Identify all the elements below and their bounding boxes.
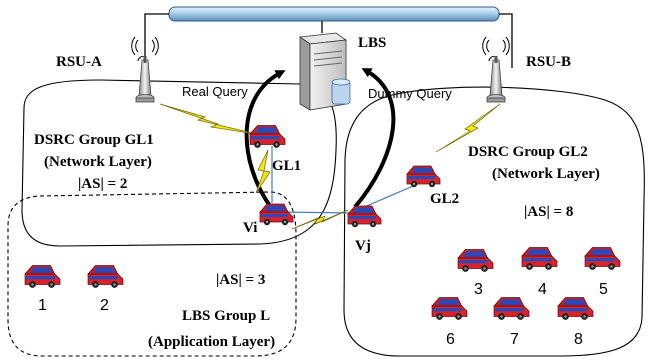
car-icon — [249, 124, 286, 148]
gl1-layer: (Network Layer) — [44, 154, 152, 170]
wireless-link-icon — [255, 149, 271, 194]
antenna-tower-icon — [131, 36, 159, 103]
gl2-title: DSRC Group GL2 — [468, 144, 588, 160]
l-as: |AS| = 3 — [216, 272, 265, 288]
car-number-3: 3 — [474, 281, 483, 298]
lbs-server: LBS — [298, 32, 386, 111]
gl1-title: DSRC Group GL1 — [34, 132, 154, 148]
l-layer: (Application Layer) — [148, 334, 275, 350]
car-number-5: 5 — [599, 281, 608, 298]
rsu-b-label: RSU-B — [526, 54, 571, 70]
rsu-b: RSU-B — [482, 36, 571, 103]
car-icon — [457, 248, 494, 272]
vj-label: Vj — [355, 238, 371, 254]
gl1-car-label: GL1 — [272, 158, 301, 174]
server-icon — [298, 32, 351, 111]
lbs-group-l-boundary — [7, 191, 297, 357]
car-number-6: 6 — [446, 331, 455, 348]
rsu-a: RSU-A — [56, 36, 159, 103]
query-paths — [244, 68, 396, 209]
rsu-a-label: RSU-A — [56, 54, 102, 70]
gl2-car-label: GL2 — [430, 191, 459, 207]
vehicle-links — [271, 146, 421, 214]
wireless-link-icon — [291, 209, 349, 230]
backbone-network — [144, 6, 513, 68]
car-icon — [431, 296, 468, 320]
gl1-group-text: DSRC Group GL1 (Network Layer) |AS| = 2 — [34, 132, 154, 192]
gl2-group-text: DSRC Group GL2 (Network Layer) |AS| = 8 — [468, 144, 600, 220]
backbone-pipe — [168, 6, 500, 22]
wire-rsu-a — [144, 13, 169, 68]
l-title: LBS Group L — [182, 308, 270, 324]
antenna-tower-icon — [482, 36, 510, 103]
car-number-8: 8 — [574, 331, 583, 348]
vehicles: GL1 Vi Vj GL2 1 2 3 4 5 6 7 8 — [24, 124, 621, 348]
car-icon — [87, 264, 124, 288]
wireless-link-icon — [435, 103, 501, 153]
car-icon — [584, 246, 621, 270]
car-number-4: 4 — [538, 281, 547, 298]
car-number-1: 1 — [38, 297, 47, 314]
car-number-2: 2 — [100, 297, 109, 314]
wireless-link-icon — [159, 103, 257, 135]
dsrc-group-gl2-boundary — [343, 86, 645, 357]
car-icon — [259, 203, 294, 226]
gl1-as: |AS| = 2 — [78, 176, 127, 192]
gl2-layer: (Network Layer) — [492, 166, 600, 182]
car-icon — [493, 296, 530, 320]
wire-rsu-b — [499, 13, 513, 68]
vi-label: Vi — [243, 220, 257, 236]
car-icon — [557, 296, 594, 320]
car-icon — [406, 165, 441, 188]
car-icon — [24, 264, 61, 288]
group-boundaries — [7, 79, 645, 357]
real-query-arrow — [244, 70, 286, 208]
car-number-7: 7 — [510, 331, 519, 348]
car-icon — [521, 246, 558, 270]
wireless-links — [159, 103, 501, 230]
dummy-query-arrow — [353, 68, 396, 209]
real-query-label: Real Query — [182, 84, 248, 99]
car-icon — [347, 205, 382, 228]
l-group-text: LBS Group L (Application Layer) |AS| = 3 — [148, 272, 275, 350]
dummy-query-label: Dummy Query — [368, 86, 452, 101]
gl2-as: |AS| = 8 — [524, 204, 573, 220]
lbs-label: LBS — [358, 35, 386, 51]
dsrc-group-gl1-boundary — [21, 79, 337, 247]
link-vj-gl2 — [361, 182, 421, 209]
